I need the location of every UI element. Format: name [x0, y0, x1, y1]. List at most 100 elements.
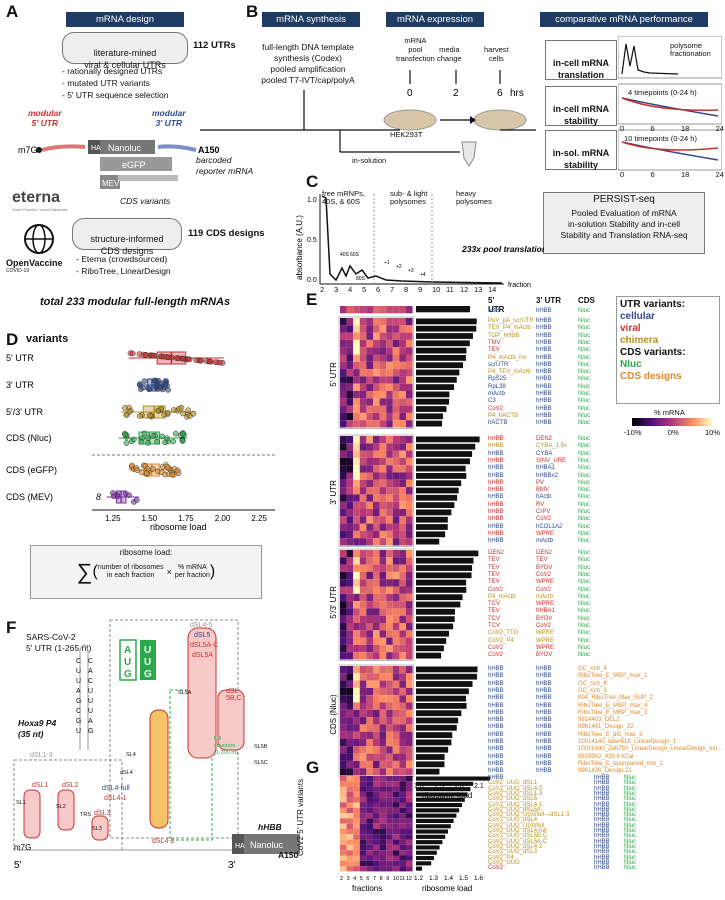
f-hoxa9: Hoxa9 P4 (35 nt)	[18, 718, 57, 739]
e-cell	[346, 332, 354, 340]
g-cell	[399, 834, 406, 840]
e-cell	[392, 391, 400, 399]
f-loop-label: dSL5	[194, 632, 211, 639]
e-cell	[406, 523, 413, 531]
e-cell	[359, 398, 367, 406]
e-cell	[379, 436, 387, 444]
e-cell	[366, 680, 373, 688]
e-cell	[366, 753, 373, 761]
e-bar	[416, 347, 467, 354]
g-cell	[373, 791, 380, 798]
e-cell	[340, 530, 347, 539]
perf-mini-plots	[618, 36, 722, 171]
e-cell	[346, 702, 354, 710]
g-cell	[366, 855, 373, 861]
panel-label-g: G	[306, 758, 320, 777]
e-cell	[386, 436, 393, 444]
e-cell	[386, 608, 393, 616]
e-bar	[416, 768, 440, 775]
dish-1	[383, 109, 437, 131]
d-mev-n: 8	[96, 492, 101, 502]
e-cell	[386, 760, 393, 769]
hairpin-base: G	[76, 718, 82, 725]
e-cell	[392, 509, 400, 517]
e-cell	[399, 644, 406, 653]
e-cell	[392, 652, 400, 660]
g-row-5utr: CoV2_UUG_UUGfull	[488, 822, 545, 829]
e-cell	[373, 717, 380, 725]
e-cell	[366, 579, 373, 587]
e-row-cds: Nluc	[578, 472, 591, 479]
e-cell	[399, 465, 406, 473]
d-xtick: 1.50	[142, 514, 158, 523]
e-cell	[399, 523, 406, 531]
e-cell	[340, 450, 347, 458]
e-cell	[379, 593, 387, 602]
d-point	[169, 471, 176, 478]
g-cell	[406, 807, 413, 814]
e-row-5utr: TEV	[488, 347, 500, 354]
g-cell	[359, 781, 367, 787]
e-cell	[406, 509, 413, 517]
d-category-label: CDS (eGFP)	[6, 465, 57, 475]
e-cell	[346, 339, 354, 348]
g-cell	[340, 834, 347, 840]
e-cell	[379, 666, 387, 674]
e-cell	[399, 637, 406, 645]
d-point	[138, 438, 145, 445]
e-row-5utr: hHBB	[488, 731, 504, 738]
e-cell	[406, 472, 413, 480]
g-cell	[353, 802, 360, 808]
e-cell	[386, 369, 393, 377]
g-cell	[353, 839, 360, 845]
e-cell	[366, 637, 373, 645]
e-row-cds: Nluc	[578, 557, 591, 564]
e-cell	[373, 479, 380, 488]
e-cell	[353, 760, 360, 769]
e-cell	[340, 571, 347, 580]
d-point	[193, 357, 200, 363]
e-cell	[379, 509, 387, 517]
e-cell	[379, 523, 387, 531]
e-cell	[346, 739, 354, 747]
e-bar	[416, 502, 455, 508]
e-cell	[392, 739, 400, 747]
d-point	[217, 359, 223, 366]
g-cell	[353, 791, 360, 798]
svg-text:G: G	[124, 669, 132, 680]
e-row-3utr: CYBA_1.5x	[536, 443, 568, 450]
e-cell	[386, 571, 393, 580]
e-cell	[359, 391, 367, 399]
e-cell	[379, 487, 387, 495]
e-row-cds: Nluc	[578, 615, 591, 622]
e-cell	[366, 731, 373, 739]
g-cell	[399, 844, 406, 851]
e-cell	[373, 376, 380, 384]
e-cell	[373, 369, 380, 377]
g-cell	[399, 823, 406, 829]
mod3-label: modular 3' UTR	[152, 108, 186, 128]
e-bar	[416, 557, 474, 564]
e-cell	[366, 571, 373, 580]
d-point	[141, 378, 148, 384]
e-row-3utr: hHBBx2	[536, 472, 559, 479]
g-row-cds: Nluc	[624, 849, 637, 856]
e-bar-tick: 1.8	[414, 783, 424, 790]
e-cell	[340, 383, 347, 391]
e-cell	[346, 564, 354, 572]
utr-source-box: literature-mined viral & cellular UTRs	[62, 32, 188, 70]
step-media: media change	[437, 45, 462, 63]
e-cell	[392, 436, 400, 444]
e-bar	[416, 516, 448, 523]
e-cell	[353, 516, 360, 524]
g-cell	[359, 844, 367, 851]
e-cell	[366, 550, 373, 558]
e-group-label: 3' UTR	[330, 480, 338, 505]
e-cell	[346, 630, 354, 638]
e-cell	[366, 318, 373, 326]
e-row-5utr: CoV2_P4	[488, 637, 514, 644]
svg-text:6: 6	[497, 88, 503, 99]
cds-bullets: - Eterna (crowdsourced) - RiboTree, Line…	[76, 254, 171, 276]
e-cell	[366, 347, 373, 355]
